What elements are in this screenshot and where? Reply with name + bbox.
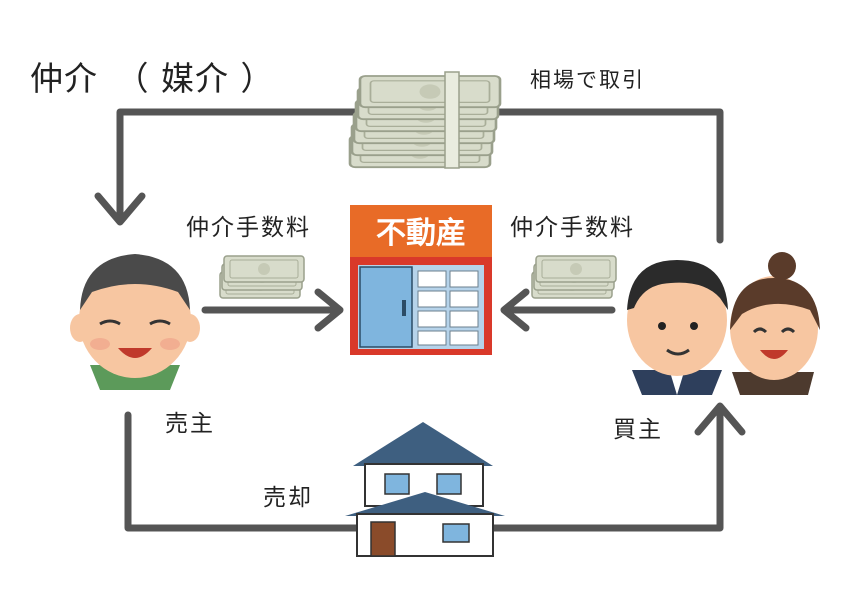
seller-label: 売主 [165,411,215,437]
store-sign: 不動産 [376,216,466,251]
money-stack-icon [219,255,305,299]
top-loop-arrow-head [94,192,146,226]
house-icon [345,422,505,557]
buyer-fee-label: 仲介手数料 [510,215,635,241]
buyer-couple-icon [627,252,820,395]
bottom-loop-arrow-head [694,402,746,436]
money-stack-icon [531,255,617,299]
money-stack-icon [348,71,502,169]
seller-fee-arrow-head [314,288,344,332]
real-estate-store-icon: 不動産 [350,205,492,355]
seller-man-icon [70,254,200,390]
seller-fee-label: 仲介手数料 [186,215,311,241]
market-trade-label: 相場で取引 [530,68,645,92]
buyer-fee-arrow-head [500,288,530,332]
diagram-title: 仲介 （ 媒介 ） [30,59,275,98]
buyer-label: 買主 [613,417,663,443]
store-sign-board [350,205,492,257]
sale-label: 売却 [263,485,313,511]
